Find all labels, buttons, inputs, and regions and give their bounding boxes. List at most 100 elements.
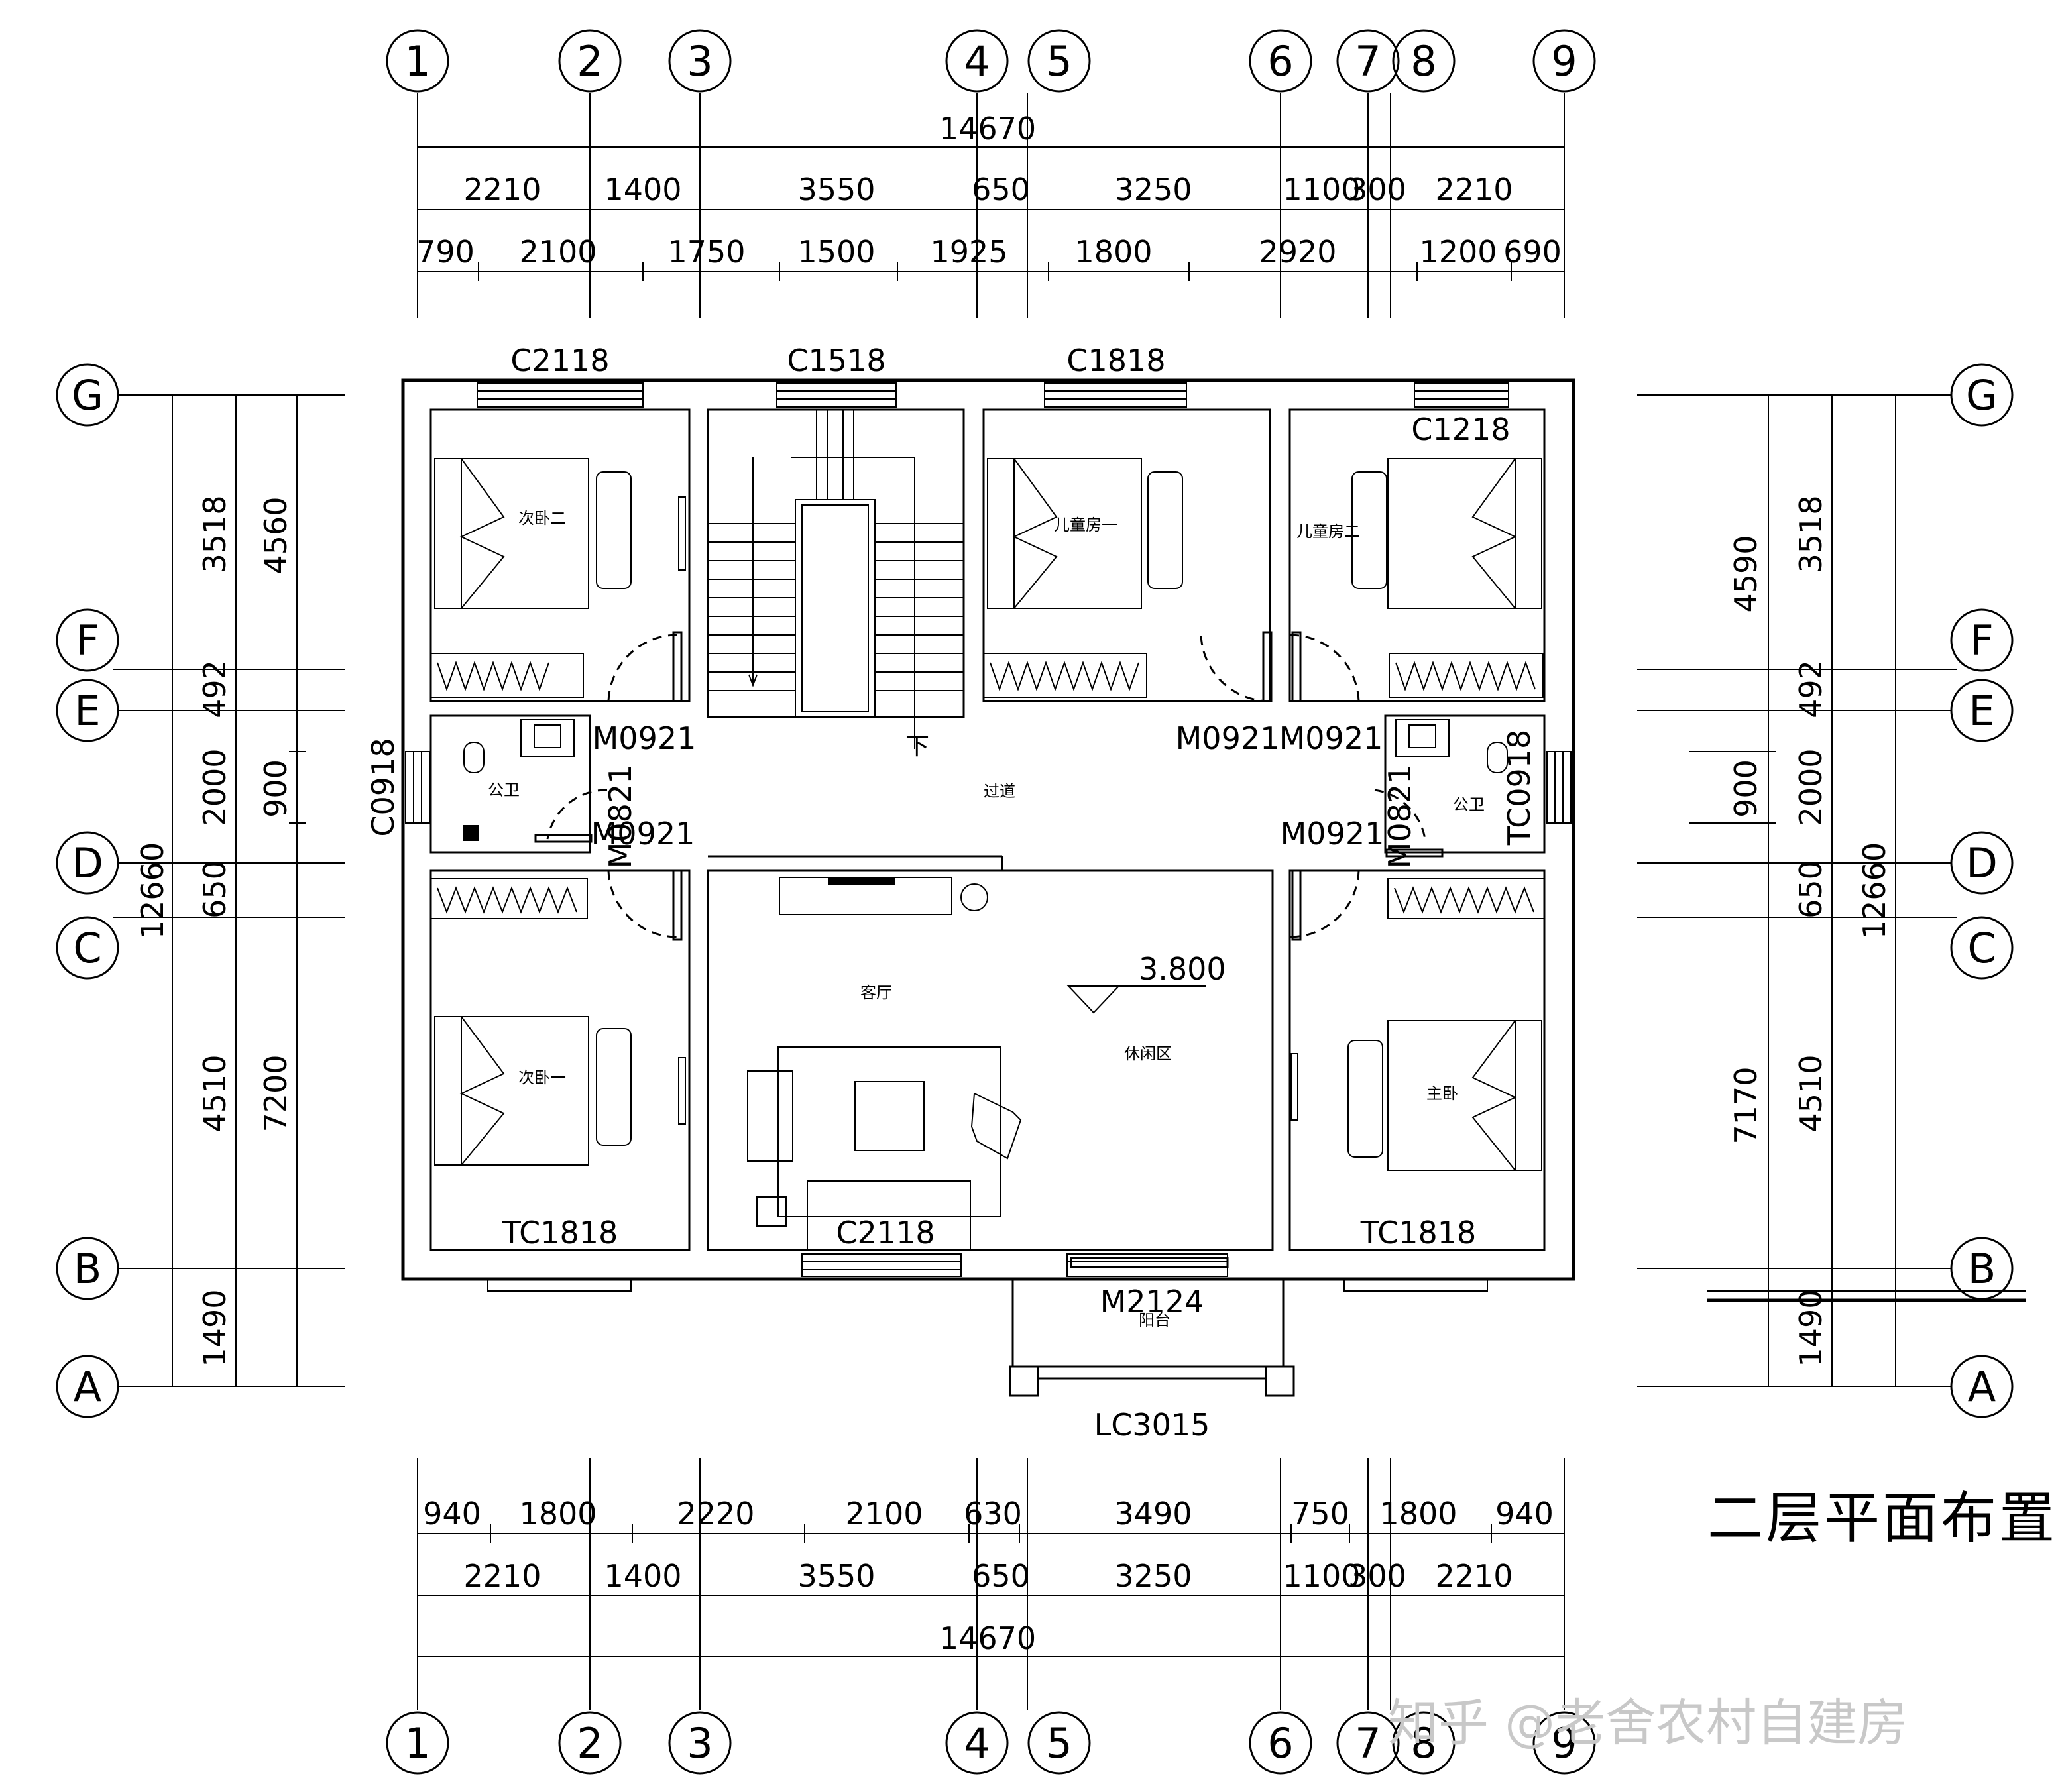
right-dim-c1-2: 2000 xyxy=(1793,748,1829,826)
label-m0921-d: M0921 xyxy=(591,816,695,852)
top-dim-r2-1: 2100 xyxy=(519,234,597,270)
furniture xyxy=(430,458,2026,1302)
bot-dim-r2-7: 1800 xyxy=(1379,1496,1457,1532)
windows xyxy=(405,382,1572,1292)
bot-dim-r1-5: 1100 xyxy=(1283,1558,1360,1594)
axis-label-3: 3 xyxy=(687,37,713,85)
label-m0821-right: M0821 xyxy=(1382,765,1418,869)
room-bath-right xyxy=(1384,714,1546,854)
axis-label-bottom-1: 1 xyxy=(404,1719,430,1767)
axis-label-left-G: G xyxy=(72,371,103,420)
axis-label-bottom-5: 5 xyxy=(1046,1719,1072,1767)
room-label-bath-right: 公卫 xyxy=(1453,795,1485,814)
left-dim-c3-0: 4560 xyxy=(258,496,294,574)
elevation-label: 3.800 xyxy=(1139,951,1226,987)
bot-dim-r1-0: 2210 xyxy=(463,1558,541,1594)
label-c0918: C0918 xyxy=(365,738,401,836)
bot-dim-r2-6: 750 xyxy=(1291,1496,1349,1532)
room-stair xyxy=(707,408,965,718)
top-dim-r2-4: 1925 xyxy=(930,234,1007,270)
axis-label-bottom-6: 6 xyxy=(1267,1719,1293,1767)
label-m2124: M2124 xyxy=(1100,1284,1204,1319)
right-dim-c3-2: 7170 xyxy=(1728,1066,1764,1144)
room-bed2 xyxy=(429,408,691,702)
axis-label-9: 9 xyxy=(1551,37,1577,85)
axis-label-left-C: C xyxy=(73,924,101,972)
room-label-kid2: 儿童房二 xyxy=(1296,522,1360,541)
bottom-dimensions: 940 1800 2220 2100 630 3490 750 1800 940… xyxy=(386,1458,1596,1775)
axis-circle-8 xyxy=(1392,29,1456,93)
label-m0921-e: M0921 xyxy=(1281,816,1385,852)
axis-label-6: 6 xyxy=(1267,37,1293,85)
bot-dim-r1-3: 650 xyxy=(972,1558,1030,1594)
room-label-balcony: 阳台 xyxy=(1139,1311,1171,1329)
axis-label-left-F: F xyxy=(76,616,99,665)
watermark: 知乎 @老舍农村自建房 xyxy=(1388,1693,1908,1752)
room-label-kid1: 儿童房一 xyxy=(1054,516,1117,534)
room-label-living: 客厅 xyxy=(860,983,892,1002)
label-tc0918: TC0918 xyxy=(1501,730,1537,846)
right-dim-c1-3: 650 xyxy=(1793,860,1829,919)
right-dim-c1-4: 4510 xyxy=(1793,1054,1829,1132)
axis-label-1: 1 xyxy=(404,37,430,85)
left-dim-total: 12660 xyxy=(135,842,170,939)
left-dimensions: G F E D C B A 3518 492 2000 650 xyxy=(56,363,345,1418)
bot-dim-r2-8: 940 xyxy=(1495,1496,1554,1532)
room-living xyxy=(707,869,1274,1251)
right-dim-total: 12660 xyxy=(1857,842,1892,939)
axis-label-right-E: E xyxy=(1969,687,1994,735)
label-c1818: C1818 xyxy=(1066,343,1165,378)
left-dim-c1-3: 650 xyxy=(197,860,233,919)
room-label-master: 主卧 xyxy=(1426,1084,1458,1103)
axis-label-right-G: G xyxy=(1966,371,1998,420)
room-label-corridor: 过道 xyxy=(984,782,1015,801)
right-dim-c3-1: 900 xyxy=(1728,759,1764,818)
left-dim-c1-1: 492 xyxy=(197,660,233,718)
room-label-bed1: 次卧一 xyxy=(518,1068,566,1087)
bot-dim-r1-1: 1400 xyxy=(604,1558,681,1594)
right-dim-c1-1: 492 xyxy=(1793,660,1829,718)
axis-label-left-A: A xyxy=(74,1363,101,1411)
balcony-frame xyxy=(1011,1279,1285,1368)
axis-label-7: 7 xyxy=(1355,37,1381,85)
axis-label-4: 4 xyxy=(964,37,990,85)
top-dim-r1-1: 1400 xyxy=(604,172,681,207)
label-m0821-left: M0821 xyxy=(602,765,638,869)
label-tc1818-left: TC1818 xyxy=(502,1215,618,1251)
axis-label-right-D: D xyxy=(1966,839,1998,887)
room-labels: 次卧二 儿童房一 儿童房二 公卫 公卫 过道 客厅 休闲区 次卧一 主卧 阳台 … xyxy=(488,509,1485,1329)
room-label-bed2: 次卧二 xyxy=(518,509,566,528)
right-dim-c3-0: 4590 xyxy=(1728,535,1764,612)
label-c1218: C1218 xyxy=(1411,412,1510,447)
drawing-title: 二层平面布置图 xyxy=(1707,1486,2058,1551)
axis-label-bottom-2: 2 xyxy=(577,1719,602,1767)
right-dim-c1-0: 3518 xyxy=(1793,495,1829,573)
top-dim-r2-7: 1200 xyxy=(1419,234,1497,270)
left-dim-c3-2: 7200 xyxy=(258,1054,294,1132)
top-dim-r1-6: 300 xyxy=(1348,172,1406,207)
axis-label-right-F: F xyxy=(1970,616,1994,665)
bot-dim-r2-3: 2100 xyxy=(845,1496,923,1532)
bot-dim-r2-0: 940 xyxy=(423,1496,481,1532)
axis-label-2: 2 xyxy=(577,37,602,85)
room-kid2 xyxy=(1288,408,1546,702)
right-dimensions: G F E D C B A 4590 900 7170 3518 xyxy=(1637,363,2014,1418)
room-kid1 xyxy=(982,408,1271,702)
axis-label-left-D: D xyxy=(72,839,103,887)
top-dimensions: 1 2 3 4 5 6 7 8 9 xyxy=(386,29,1596,318)
bot-dim-r1-6: 300 xyxy=(1348,1558,1406,1594)
axis-circle-2 xyxy=(558,29,622,93)
room-label-leisure: 休闲区 xyxy=(1124,1044,1172,1063)
axis-label-left-B: B xyxy=(74,1245,102,1293)
label-c2118-top: C2118 xyxy=(510,343,609,378)
bot-dim-r2-1: 1800 xyxy=(519,1496,597,1532)
axis-circle-7 xyxy=(1336,29,1400,93)
top-dim-r2-5: 1800 xyxy=(1074,234,1152,270)
axis-circle-3 xyxy=(668,29,732,93)
top-dim-r1-7: 2210 xyxy=(1435,172,1513,207)
left-dim-c1-4: 4510 xyxy=(197,1054,233,1132)
axis-circle-6 xyxy=(1249,29,1312,93)
axis-label-bottom-9: 9 xyxy=(1551,1719,1577,1767)
top-dim-r2-3: 1500 xyxy=(797,234,875,270)
